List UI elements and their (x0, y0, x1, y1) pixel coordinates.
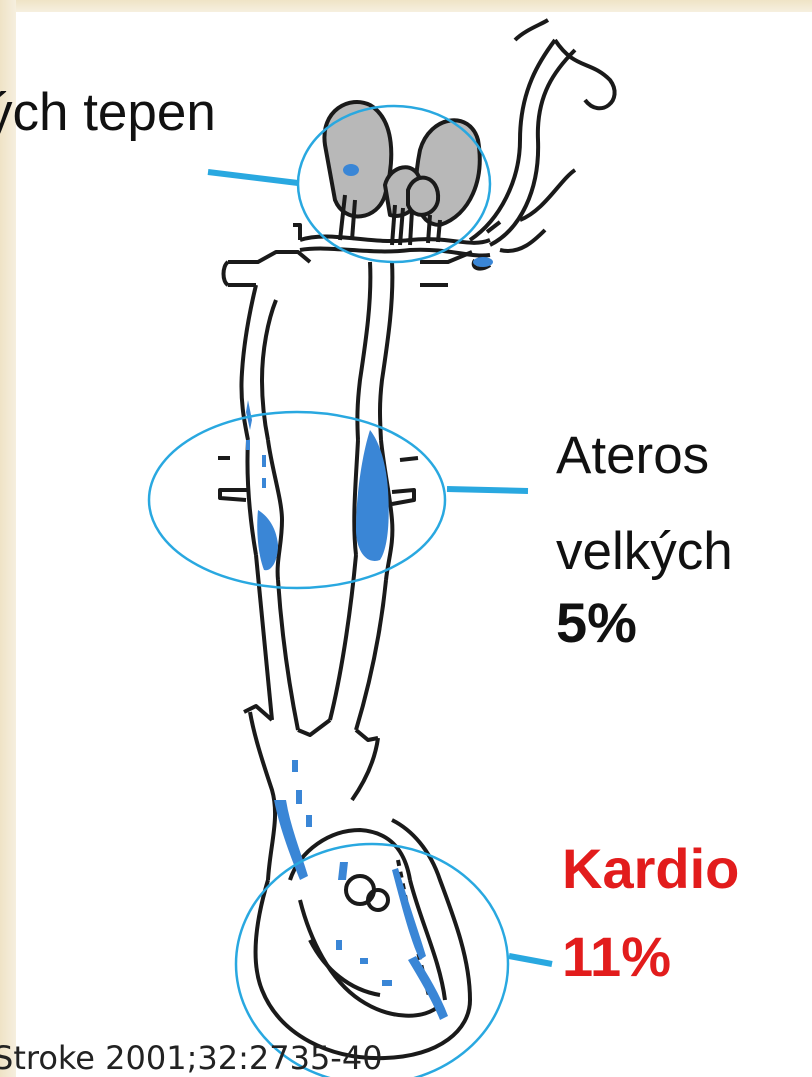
cardioembolic-percent: 11% (562, 924, 671, 989)
neck-arteries (218, 252, 472, 730)
lacunar-lesion (343, 164, 359, 176)
intracranial-vessels (293, 20, 615, 269)
brain-pointer-line (208, 172, 298, 183)
small-vessel-label: ých tepen (0, 82, 216, 143)
slide-top-border (0, 0, 812, 12)
carotid-highlight-circle (149, 412, 445, 588)
cardiac-lesions (274, 760, 448, 1020)
citation: Stroke 2001;32:2735-40 (0, 1039, 383, 1077)
large-vessel-percent: 5% (556, 590, 637, 655)
slide-left-border (0, 0, 16, 1077)
heart-pointer-line (509, 956, 552, 964)
cardioembolic-label: Kardio (562, 836, 739, 901)
large-vessel-label-line1: Ateros (556, 425, 709, 486)
carotid-pointer-line (447, 489, 528, 491)
large-vessel-label-line2: velkých (556, 521, 733, 582)
